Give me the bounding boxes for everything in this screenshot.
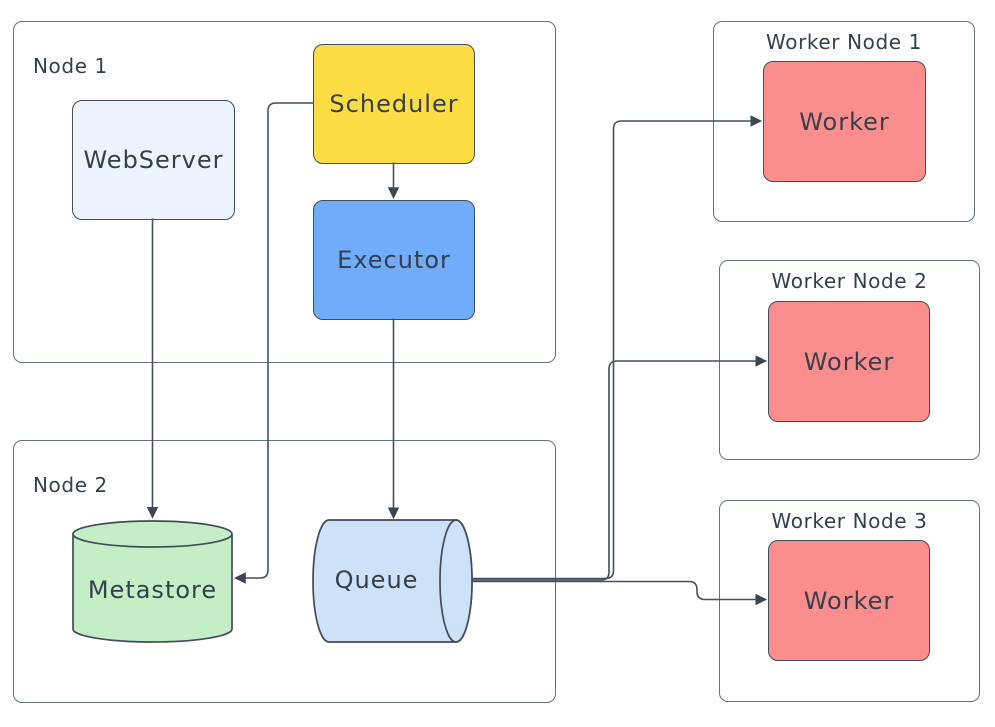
node-metastore-label: Metastore	[87, 576, 218, 604]
node-worker-2-label: Worker	[803, 347, 895, 376]
node-scheduler-label: Scheduler	[329, 90, 459, 118]
node-worker-1-label: Worker	[799, 107, 890, 136]
node-scheduler: Scheduler	[313, 44, 475, 164]
container-worker-node-1-label: Worker Node 1	[766, 30, 922, 54]
node-webserver-label: WebServer	[83, 146, 224, 174]
node-worker-3-label: Worker	[803, 586, 895, 615]
container-node2: Node 2	[13, 440, 556, 703]
container-worker-node-2-label: Worker Node 2	[771, 269, 928, 293]
container-node2-label: Node 2	[33, 473, 108, 497]
node-worker-3: Worker	[768, 540, 930, 661]
node-worker-2: Worker	[768, 301, 930, 422]
node-worker-1: Worker	[763, 61, 926, 182]
node-webserver: WebServer	[72, 100, 235, 220]
node-executor: Executor	[313, 200, 475, 320]
container-worker-node-3-label: Worker Node 3	[771, 509, 928, 533]
container-node1-label: Node 1	[33, 54, 108, 78]
container-worker-node-3: Worker Node 3	[719, 500, 980, 702]
node-executor-label: Executor	[337, 246, 451, 274]
node-queue-label: Queue	[334, 566, 419, 594]
